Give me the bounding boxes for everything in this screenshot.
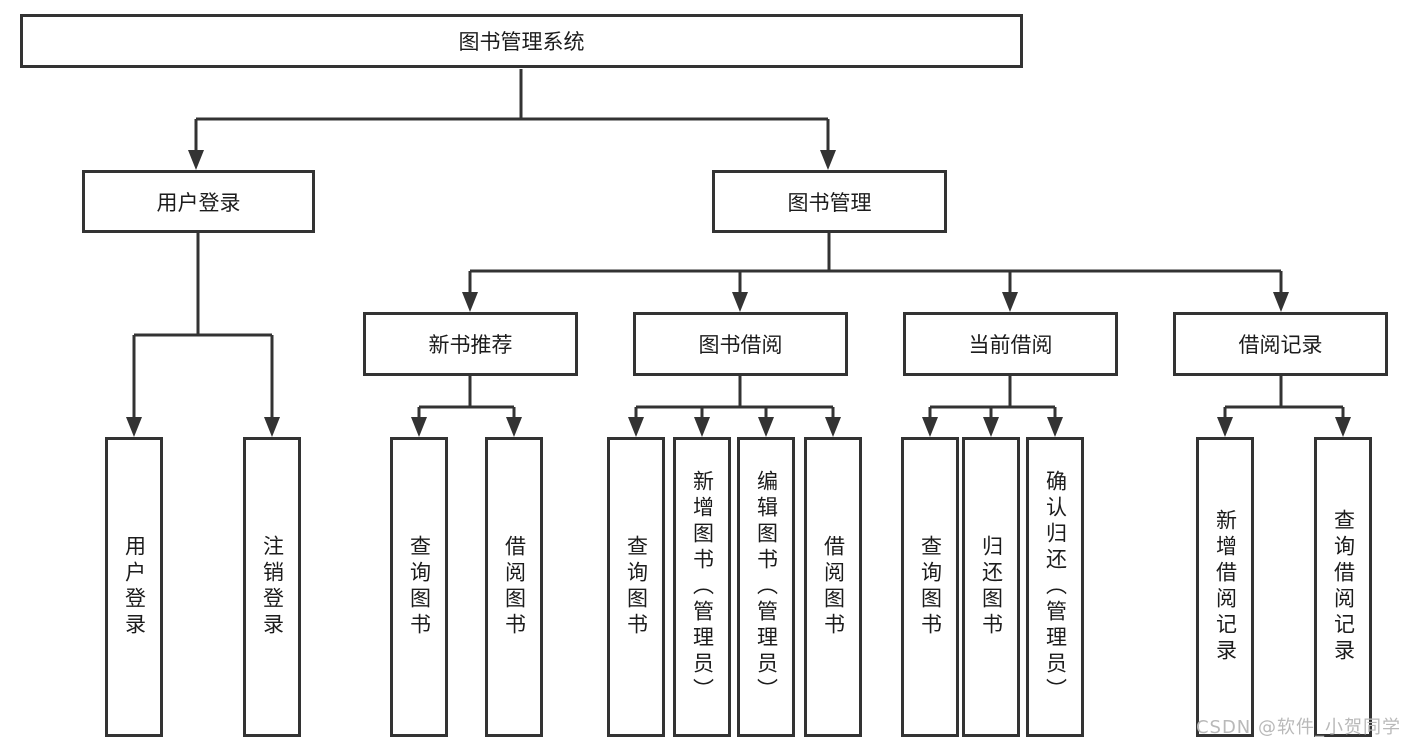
- node-label: 图书借阅: [698, 333, 783, 357]
- node-label: 用户登录: [156, 190, 241, 215]
- leaf-label: 注销登录: [260, 535, 285, 639]
- leaf-label: 查询图书: [624, 535, 649, 639]
- leaf-label: 查询借阅记录: [1331, 509, 1356, 665]
- node-label: 图书管理系统: [458, 30, 585, 54]
- leaf-add-books-admin: 新增图书（管理员）: [673, 437, 731, 737]
- leaf-label: 编辑图书（管理员）: [754, 470, 779, 704]
- node-label: 当前借阅: [968, 333, 1053, 357]
- leaf-return-books: 归还图书: [962, 437, 1020, 737]
- leaf-label: 查询图书: [407, 535, 432, 639]
- node-label: 新书推荐: [428, 333, 513, 357]
- leaf-edit-books-admin: 编辑图书（管理员）: [737, 437, 795, 737]
- node-current-borrowing: 当前借阅: [903, 312, 1118, 376]
- node-user-login: 用户登录: [82, 170, 315, 233]
- leaf-label: 查询图书: [918, 535, 943, 639]
- leaf-borrow-books: 借阅图书: [804, 437, 862, 737]
- arrowheads: [126, 150, 1351, 437]
- leaf-label: 确认归还（管理员）: [1043, 470, 1068, 704]
- leaf-add-borrow-record: 新增借阅记录: [1196, 437, 1254, 737]
- connector-path: [132, 69, 1345, 421]
- leaf-label: 新增图书（管理员）: [690, 470, 715, 704]
- node-borrowing-records: 借阅记录: [1173, 312, 1388, 376]
- node-new-book-recommendation: 新书推荐: [363, 312, 578, 376]
- node-root-library-management-system: 图书管理系统: [20, 14, 1023, 68]
- leaf-query-books-recommend: 查询图书: [390, 437, 448, 737]
- leaf-label: 用户登录: [122, 535, 147, 639]
- node-book-management: 图书管理: [712, 170, 947, 233]
- node-book-borrowing: 图书借阅: [633, 312, 848, 376]
- csdn-watermark: CSDN @软件_小贺同学: [1195, 717, 1401, 738]
- node-label: 图书管理: [787, 190, 872, 215]
- leaf-logout: 注销登录: [243, 437, 301, 737]
- leaf-confirm-return-admin: 确认归还（管理员）: [1026, 437, 1084, 737]
- leaf-borrow-books-recommend: 借阅图书: [485, 437, 543, 737]
- leaf-query-books-current: 查询图书: [901, 437, 959, 737]
- leaf-user-login: 用户登录: [105, 437, 163, 737]
- leaf-query-books-borrow: 查询图书: [607, 437, 665, 737]
- leaf-query-borrow-record: 查询借阅记录: [1314, 437, 1372, 737]
- leaf-label: 借阅图书: [502, 535, 527, 639]
- leaf-label: 新增借阅记录: [1213, 509, 1238, 665]
- leaf-label: 归还图书: [979, 535, 1004, 639]
- leaf-label: 借阅图书: [821, 535, 846, 639]
- node-label: 借阅记录: [1238, 333, 1323, 357]
